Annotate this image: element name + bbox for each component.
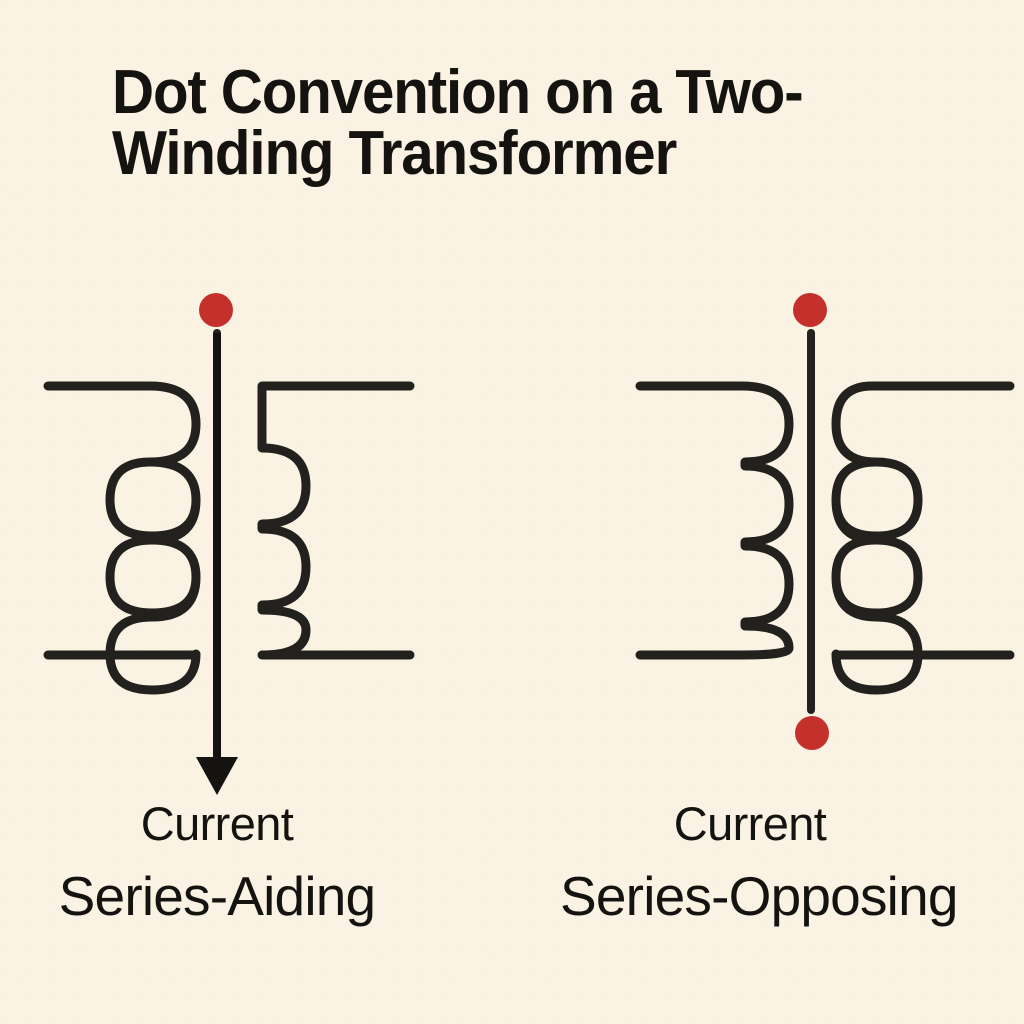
primary-winding-right <box>635 381 794 660</box>
secondary-winding-left <box>257 381 415 660</box>
caption-series-aiding-line1: Current <box>140 797 294 850</box>
caption-series-opposing-line1: Current <box>673 797 827 850</box>
caption-series-aiding-line2: Series-Aiding <box>58 865 377 927</box>
caption-series-opposing: Current Series-Opposing <box>560 800 1024 924</box>
polarity-dot-primary-top-right-diagram <box>793 293 827 327</box>
current-arrow-head <box>196 757 238 795</box>
current-arrow-down <box>196 333 238 795</box>
caption-series-opposing-line2: Series-Opposing <box>560 865 958 927</box>
caption-series-aiding: Current Series-Aiding <box>0 800 434 924</box>
polarity-dot-secondary-bottom-right-diagram <box>795 716 829 750</box>
polarity-dot-primary-top-left-diagram <box>199 293 233 327</box>
page-title: Dot Convention on a Two-Winding Transfor… <box>112 58 804 189</box>
series-opposing-transformer-symbol <box>635 329 1015 714</box>
secondary-winding-right <box>831 381 1015 695</box>
primary-winding-left <box>43 381 201 695</box>
